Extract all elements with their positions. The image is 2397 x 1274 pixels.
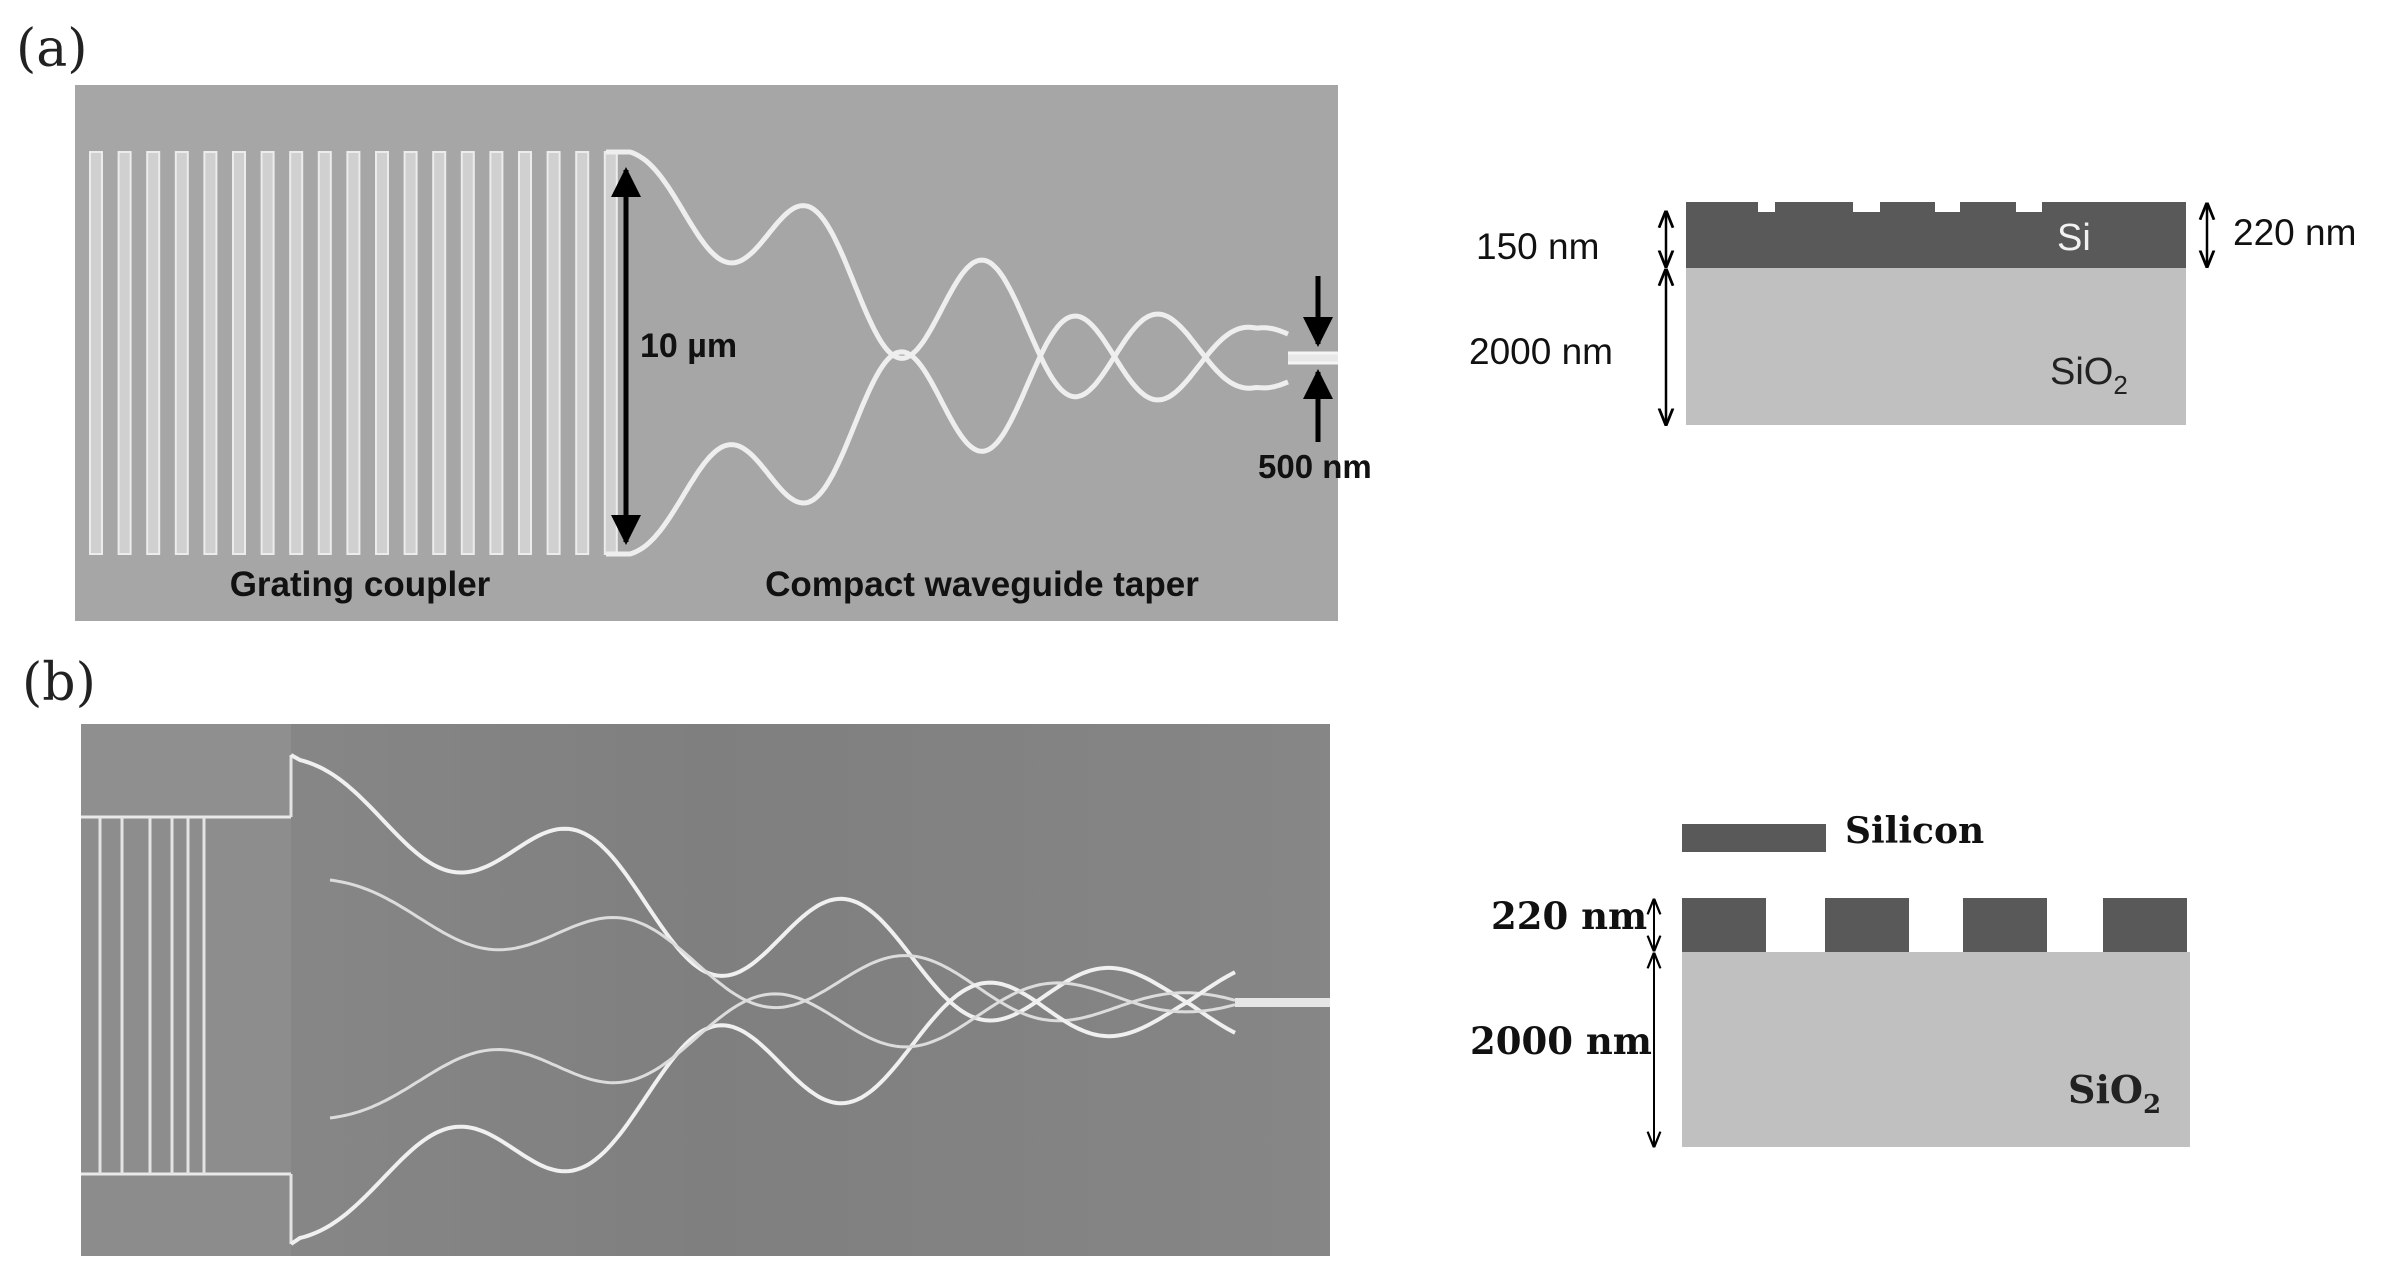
outer-lower-arm	[289, 970, 1236, 1246]
grating-coupler	[89, 151, 618, 555]
dim-label-220nm-b: 220 nm	[1491, 894, 1647, 938]
inner-upper-arm	[329, 878, 1236, 1023]
caption-waveguide-taper: Compact waveguide taper	[765, 565, 1199, 604]
silicon-grating-layer	[1686, 202, 2186, 268]
grating-bar	[289, 151, 304, 555]
grating-bar	[603, 151, 618, 555]
caption-grating-coupler: Grating coupler	[230, 565, 491, 604]
dim-label-2000nm: 2000 nm	[1469, 331, 1613, 372]
grating-bar	[317, 151, 332, 555]
grating-bar	[403, 151, 418, 555]
panel-b-label: (b)	[22, 653, 96, 713]
panel-a-label: (a)	[16, 19, 88, 79]
panel-b-sem-image	[81, 724, 1330, 1256]
silicon-tooth-1	[1682, 898, 1766, 952]
taper-lower-arm	[606, 313, 1290, 557]
output-waveguide-b	[1235, 998, 1330, 1007]
grating-bar	[460, 151, 475, 555]
grating-bar	[346, 151, 361, 555]
grating-bar	[375, 151, 389, 555]
silicon-tooth-2	[1825, 898, 1909, 952]
panel-a-sem-image: 10 µm Grating coupler Compact waveguide …	[75, 85, 1338, 621]
box-oxide-layer	[1686, 268, 2186, 425]
output-waveguide	[1288, 353, 1338, 363]
grating-bar	[117, 151, 132, 555]
grating-bar	[89, 151, 103, 555]
label-sio2-b-base: SiO	[2068, 1067, 2143, 1112]
grating-bar	[203, 151, 218, 555]
dim-label-150nm: 150 nm	[1476, 226, 1599, 267]
legend-silicon-label: Silicon	[1845, 810, 1984, 852]
dim-label-500nm: 500 nm	[1258, 448, 1372, 485]
grating-bar	[432, 151, 447, 555]
panel-a-cross-section: Si SiO2 220 nm 150 nm 2000 nm	[1469, 200, 2356, 425]
grating-bar	[174, 151, 189, 555]
panel-b-cross-section: Silicon SiO2 220 nm 2000 nm	[1470, 810, 2190, 1147]
label-sio2-base: SiO	[2050, 351, 2113, 393]
dim-label-2000nm-b: 2000 nm	[1470, 1019, 1652, 1063]
sem-a-background	[75, 85, 1338, 621]
legend-silicon-swatch	[1682, 824, 1826, 852]
grating-bar	[489, 151, 504, 555]
grating-bar	[575, 151, 590, 555]
box-oxide-layer-b	[1682, 952, 2190, 1147]
outer-upper-arm	[290, 753, 1236, 1035]
label-sio2-b-subscript: 2	[2143, 1090, 2161, 1120]
grating-bar	[232, 151, 246, 555]
grating-bar	[146, 151, 161, 555]
grating-bar	[260, 151, 275, 555]
dim-label-10um: 10 µm	[640, 327, 737, 365]
grating-bar	[518, 151, 532, 555]
label-sio2: SiO2	[2050, 351, 2128, 400]
dim-label-220nm: 220 nm	[2233, 212, 2356, 253]
label-sio2-b: SiO2	[2068, 1067, 2161, 1120]
label-si: Si	[2057, 217, 2091, 259]
inner-lower-arm	[329, 981, 1236, 1120]
label-sio2-subscript: 2	[2113, 370, 2127, 400]
grating-lines	[98, 817, 206, 1174]
taper-upper-arm	[606, 149, 1289, 400]
silicon-tooth-4	[2103, 898, 2187, 952]
grating-bar	[546, 151, 561, 555]
silicon-tooth-3	[1963, 898, 2047, 952]
